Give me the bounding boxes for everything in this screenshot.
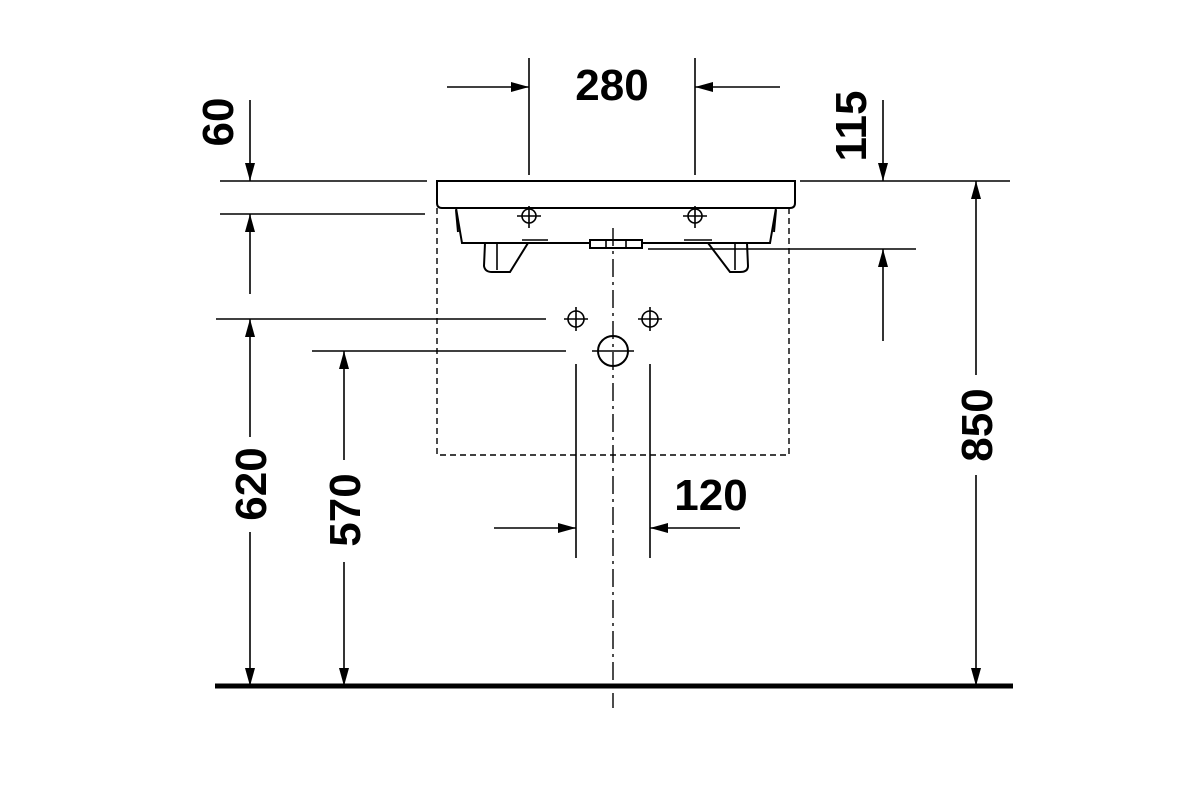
washbasin — [436, 180, 796, 273]
dimension-115: 115 — [648, 91, 1010, 341]
dimension-280: 280 — [447, 58, 780, 175]
tap-hole-left — [517, 206, 541, 228]
tap-hole-right — [683, 206, 707, 228]
supply-connection-right — [638, 307, 662, 331]
dimension-60: 60 — [194, 98, 427, 294]
dim-overflow-label: 115 — [827, 91, 876, 162]
dim-tap-spacing-label: 280 — [575, 61, 648, 110]
dimension-570: 570 — [312, 350, 566, 686]
dim-waste-height-label: 570 — [321, 473, 370, 546]
dim-supply-spacing-label: 120 — [674, 471, 747, 520]
dimension-620: 620 — [216, 318, 546, 686]
dimension-850: 850 — [953, 181, 1002, 686]
dim-rim-thickness-label: 60 — [194, 98, 243, 147]
dimension-120: 120 — [494, 364, 748, 558]
supply-connection-left — [564, 307, 588, 331]
dim-rim-height-label: 850 — [953, 388, 1002, 461]
dim-supply-height-label: 620 — [227, 447, 276, 520]
